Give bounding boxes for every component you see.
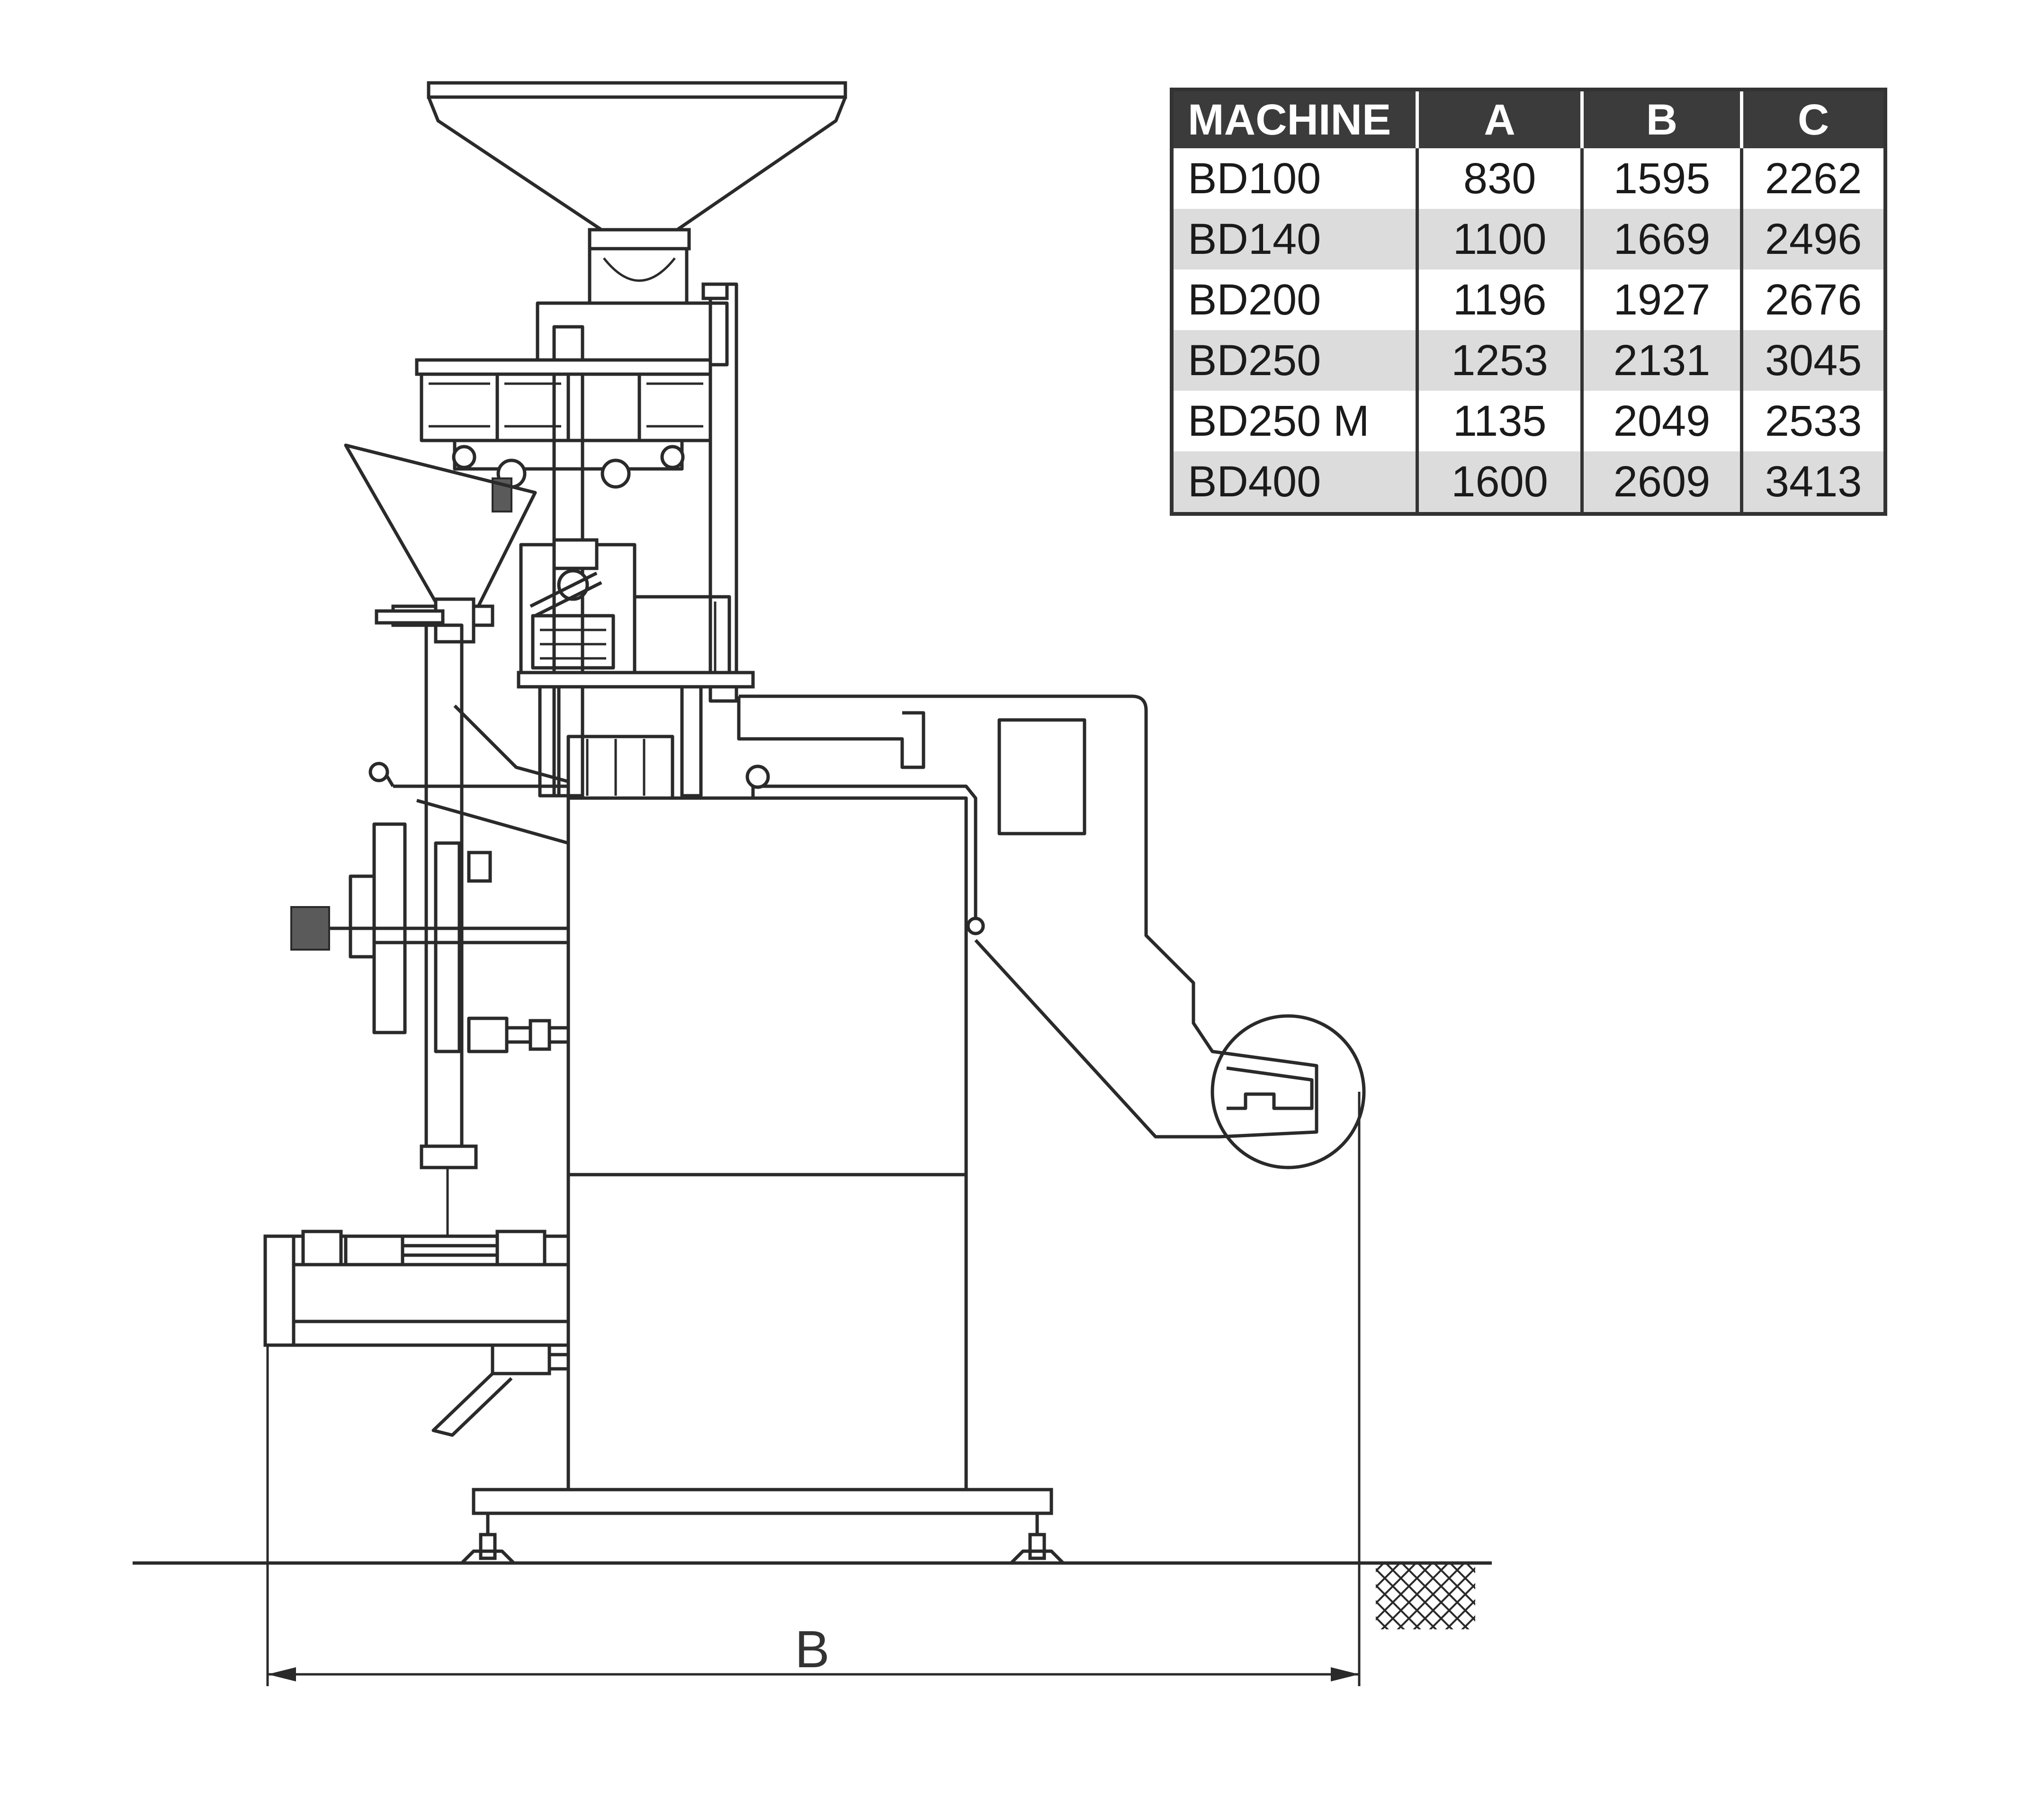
dimension-label: B [795,1620,829,1679]
cell-a: 1600 [1416,451,1582,514]
cell-b: 1595 [1580,148,1742,209]
dosing-unit [517,538,755,800]
table-row: BD100 830 1595 2262 [1172,148,1885,209]
cell-a: 830 [1416,148,1582,209]
cell-machine: BD100 [1188,154,1321,203]
cell-b: 1927 [1580,270,1742,330]
table-row: BD140 1100 1669 2496 [1172,209,1885,270]
forming-assembly [290,609,569,1236]
cell-machine: BD400 [1172,451,1417,514]
table-row: BD250 1253 2131 3045 [1172,330,1885,391]
ground [133,1561,1492,1629]
main-cabinet [566,764,985,1492]
header-c: C [1740,90,1885,148]
header-machine: MACHINE [1172,90,1417,148]
cell-b: 2049 [1580,391,1742,451]
header-a: A [1416,90,1582,148]
cell-c: 3413 [1740,451,1885,514]
cell-c: 3045 [1740,330,1885,391]
spec-table: MACHINE A B C BD100 830 1595 2262 BD140 … [1170,88,1887,516]
cell-c: 2533 [1740,391,1885,451]
cell-b: 2609 [1580,451,1742,514]
cell-a: 1100 [1416,209,1582,270]
cell-c: 2676 [1740,270,1885,330]
cell-a: 1253 [1416,330,1582,391]
cell-machine: BD250 [1172,330,1417,391]
dimension-b: B [266,1092,1361,1686]
cell-machine: BD200 [1188,275,1321,324]
cell-b: 1669 [1580,209,1742,270]
cell-machine: BD250 M [1188,396,1370,445]
base-frame [460,1488,1065,1565]
table-header-row: MACHINE A B C [1172,90,1885,148]
table-row: BD200 1196 1927 2676 [1172,270,1885,330]
table-row: BD250 M 1135 2049 2533 [1172,391,1885,451]
control-arm [737,694,1366,1169]
cell-c: 2262 [1740,148,1885,209]
cell-a: 1196 [1416,270,1582,330]
cell-b: 2131 [1580,330,1742,391]
cell-c: 2496 [1740,209,1885,270]
table-row: BD400 1600 2609 3413 [1172,451,1885,514]
weigher-cups [415,358,712,512]
header-b: B [1580,90,1742,148]
top-hopper [427,81,847,305]
bottom-rollers [263,1230,570,1437]
cell-a: 1135 [1416,391,1582,451]
cell-machine: BD140 [1172,209,1417,270]
